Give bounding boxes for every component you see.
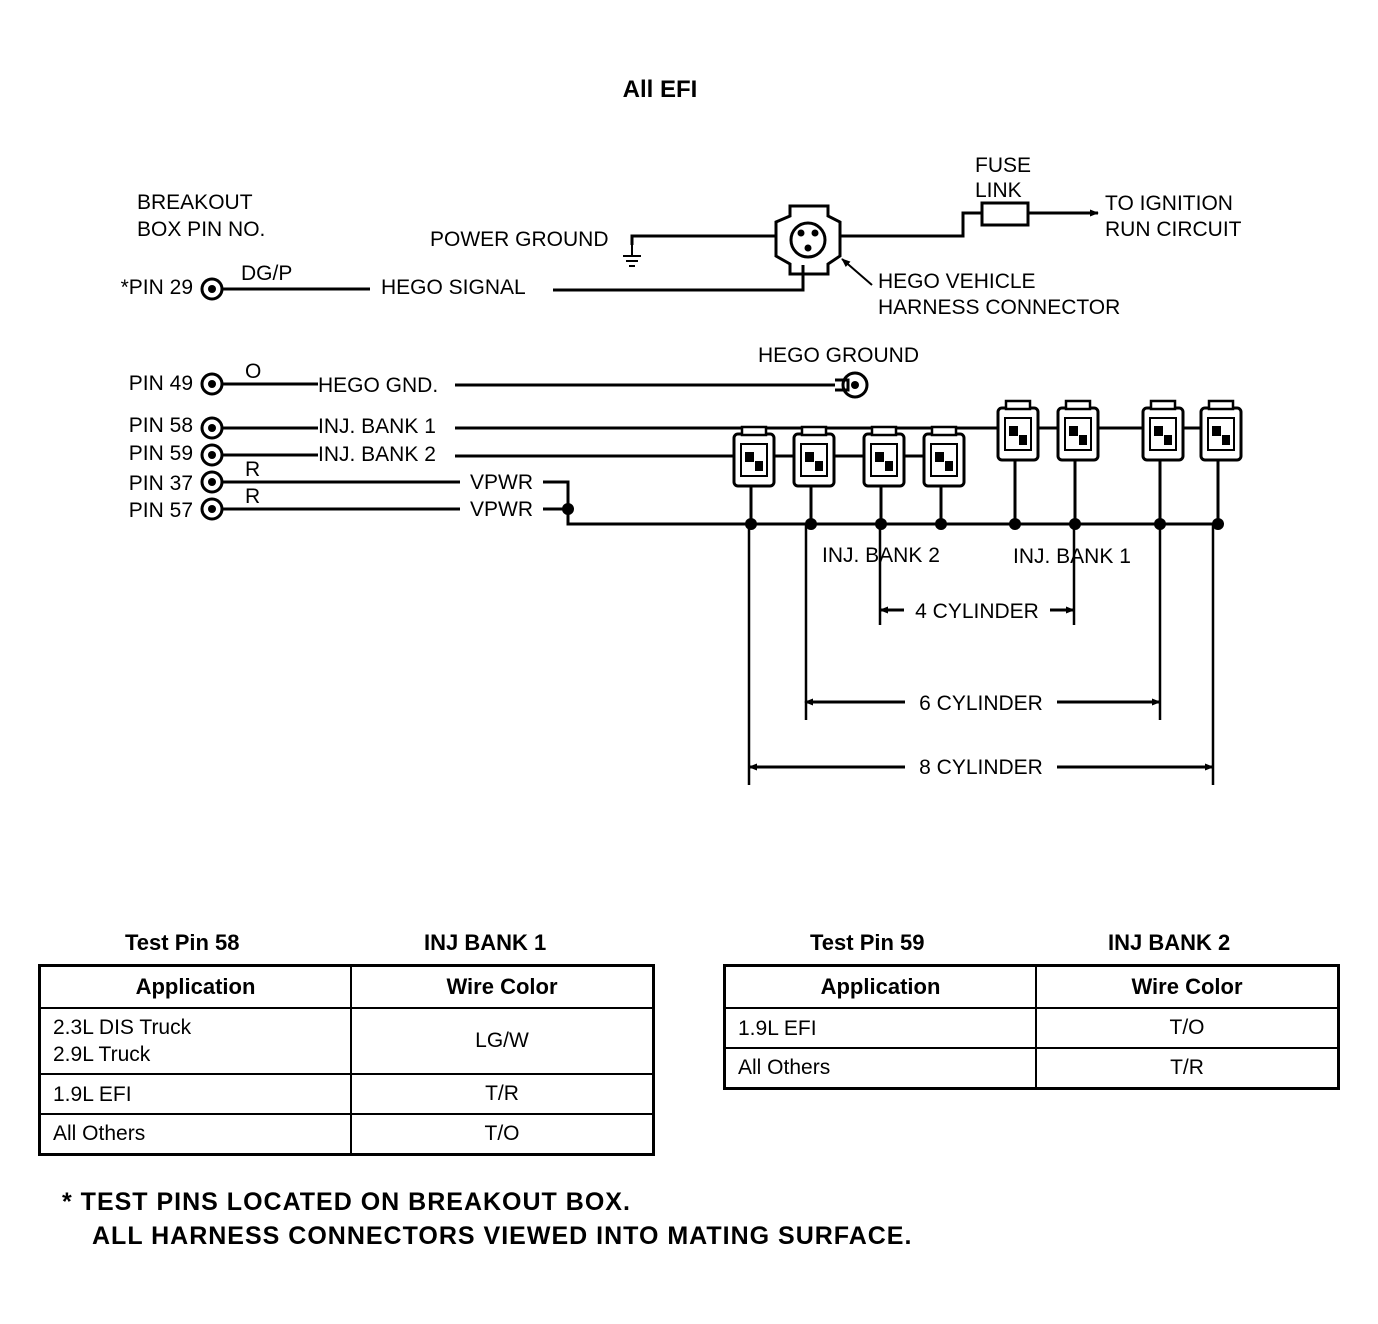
- pin-57-label: PIN 57: [129, 499, 193, 522]
- table-row: 2.3L DIS Truck 2.9L Truck LG/W: [38, 1007, 655, 1075]
- injector-bank2-connector-icon: [922, 425, 966, 488]
- splice-dot: [1212, 518, 1224, 530]
- wire-color-cell: T/O: [350, 1113, 655, 1155]
- fuse-label-line2: LINK: [975, 179, 1022, 202]
- splice-dot: [935, 518, 947, 530]
- ignition-label-line1: TO IGNITION: [1105, 192, 1233, 215]
- pin-58-label: PIN 58: [129, 414, 193, 437]
- footnote-test-pins: * TEST PINS LOCATED ON BREAKOUT BOX.: [62, 1188, 631, 1216]
- wire-color-cell: T/R: [1035, 1047, 1340, 1089]
- breakout-label-line1: BREAKOUT: [137, 191, 253, 214]
- application-cell: 1.9L EFI: [723, 1007, 1037, 1049]
- table-row: 1.9L EFI T/O: [723, 1007, 1340, 1049]
- table-row: All Others T/O: [38, 1113, 655, 1155]
- application-header: Application: [38, 964, 352, 1009]
- pin-49-label: PIN 49: [129, 372, 193, 395]
- splice-dot: [805, 518, 817, 530]
- pin-49-terminal-icon: [200, 372, 224, 396]
- application-cell: 1.9L EFI: [38, 1073, 352, 1115]
- table-2-test-pin: Test Pin 59: [810, 930, 925, 955]
- table-1-bank: INJ BANK 1: [424, 930, 547, 955]
- hego-connector-label-line1: HEGO VEHICLE: [878, 270, 1036, 293]
- pin-59-signal: INJ. BANK 2: [318, 443, 436, 466]
- pin-29-terminal-icon: [200, 277, 224, 301]
- breakout-label-line2: BOX PIN NO.: [137, 218, 265, 241]
- power-ground-label: POWER GROUND: [430, 228, 609, 251]
- cyl4-label: 4 CYLINDER: [915, 600, 1039, 623]
- pin-58-terminal-icon: [200, 416, 224, 440]
- pin-57-terminal-icon: [200, 497, 224, 521]
- fuse-link-icon: [980, 201, 1030, 227]
- pin-29-wire-color: DG/P: [241, 262, 292, 285]
- hego-connector-label-line2: HARNESS CONNECTOR: [878, 296, 1120, 319]
- wire-color-cell: T/O: [1035, 1007, 1340, 1049]
- table-row: All Others T/R: [723, 1047, 1340, 1089]
- inj-bank-2-table: Application Wire Color 1.9L EFI T/O All …: [723, 964, 1340, 1090]
- pin-57-wire-color: R: [245, 485, 260, 508]
- pin-49-signal: HEGO GND.: [318, 374, 438, 397]
- table-2-bank: INJ BANK 2: [1108, 930, 1231, 955]
- pin-29-label: *PIN 29: [121, 276, 193, 299]
- fuse-feed-wire: [840, 211, 982, 238]
- pin-37-label: PIN 37: [129, 472, 193, 495]
- footnote-harness-connectors: ALL HARNESS CONNECTORS VIEWED INTO MATIN…: [92, 1222, 913, 1250]
- table-header-row: Application Wire Color: [38, 964, 655, 1009]
- splice-dot: [745, 518, 757, 530]
- fuse-label-line1: FUSE: [975, 154, 1031, 177]
- injector-bank1-connector-icon: [1141, 399, 1185, 462]
- pin-58-signal: INJ. BANK 1: [318, 415, 436, 438]
- injector-group: [732, 399, 1243, 785]
- injector-bank2-connector-icon: [862, 425, 906, 488]
- pin-37-signal: VPWR: [470, 471, 533, 494]
- application-cell: All Others: [723, 1047, 1037, 1089]
- ignition-label-line2: RUN CIRCUIT: [1105, 218, 1242, 241]
- inj-bank-1-table: Application Wire Color 2.3L DIS Truck 2.…: [38, 964, 655, 1156]
- wire-color-header: Wire Color: [1035, 964, 1340, 1009]
- application-cell: All Others: [38, 1113, 352, 1155]
- application-cell: 2.3L DIS Truck 2.9L Truck: [38, 1007, 352, 1075]
- pin-59-terminal-icon: [200, 443, 224, 467]
- cyl6-label: 6 CYLINDER: [919, 692, 1043, 715]
- hego-ground-label: HEGO GROUND: [758, 344, 919, 367]
- pin-29-signal: HEGO SIGNAL: [381, 276, 526, 299]
- wire-color-cell: LG/W: [350, 1007, 655, 1075]
- application-header: Application: [723, 964, 1037, 1009]
- injector-bank1-connector-icon: [1056, 399, 1100, 462]
- inj-bank-2-group-label: INJ. BANK 2: [822, 544, 940, 567]
- pin-37-wire-color: R: [245, 458, 260, 481]
- inj-bank-1-group-label: INJ. BANK 1: [1013, 545, 1131, 568]
- ring-terminal-icon: [835, 371, 869, 399]
- application-line: 2.3L DIS Truck: [53, 1016, 192, 1039]
- vpwr-37-wire: [543, 480, 570, 508]
- vpwr-bus-wire: [543, 507, 1215, 526]
- pin-57-signal: VPWR: [470, 498, 533, 521]
- pin-37-terminal-icon: [200, 470, 224, 494]
- power-ground-wire: [630, 234, 775, 245]
- diagram-title: All EFI: [623, 76, 698, 103]
- hego-connector-icon: [774, 204, 842, 276]
- pin-59-label: PIN 59: [129, 442, 193, 465]
- connector-pointer-arrow: [841, 258, 873, 286]
- wire-color-header: Wire Color: [350, 964, 655, 1009]
- splice-dot: [1009, 518, 1021, 530]
- ground-symbol: [623, 245, 641, 267]
- table-header-row: Application Wire Color: [723, 964, 1340, 1009]
- table-1-test-pin: Test Pin 58: [125, 930, 240, 955]
- injector-bank1-connector-icon: [996, 399, 1040, 462]
- cyl8-label: 8 CYLINDER: [919, 756, 1043, 779]
- hego-signal-wire: [553, 265, 805, 292]
- table-row: 1.9L EFI T/R: [38, 1073, 655, 1115]
- injector-bank2-connector-icon: [792, 425, 836, 488]
- injector-bank1-connector-icon: [1199, 399, 1243, 462]
- application-line: 2.9L Truck: [53, 1043, 151, 1066]
- pin-49-wire-color: O: [245, 360, 261, 383]
- injector-bank2-connector-icon: [732, 425, 776, 488]
- wire-color-cell: T/R: [350, 1073, 655, 1115]
- vpwr-splice-dot: [562, 503, 574, 515]
